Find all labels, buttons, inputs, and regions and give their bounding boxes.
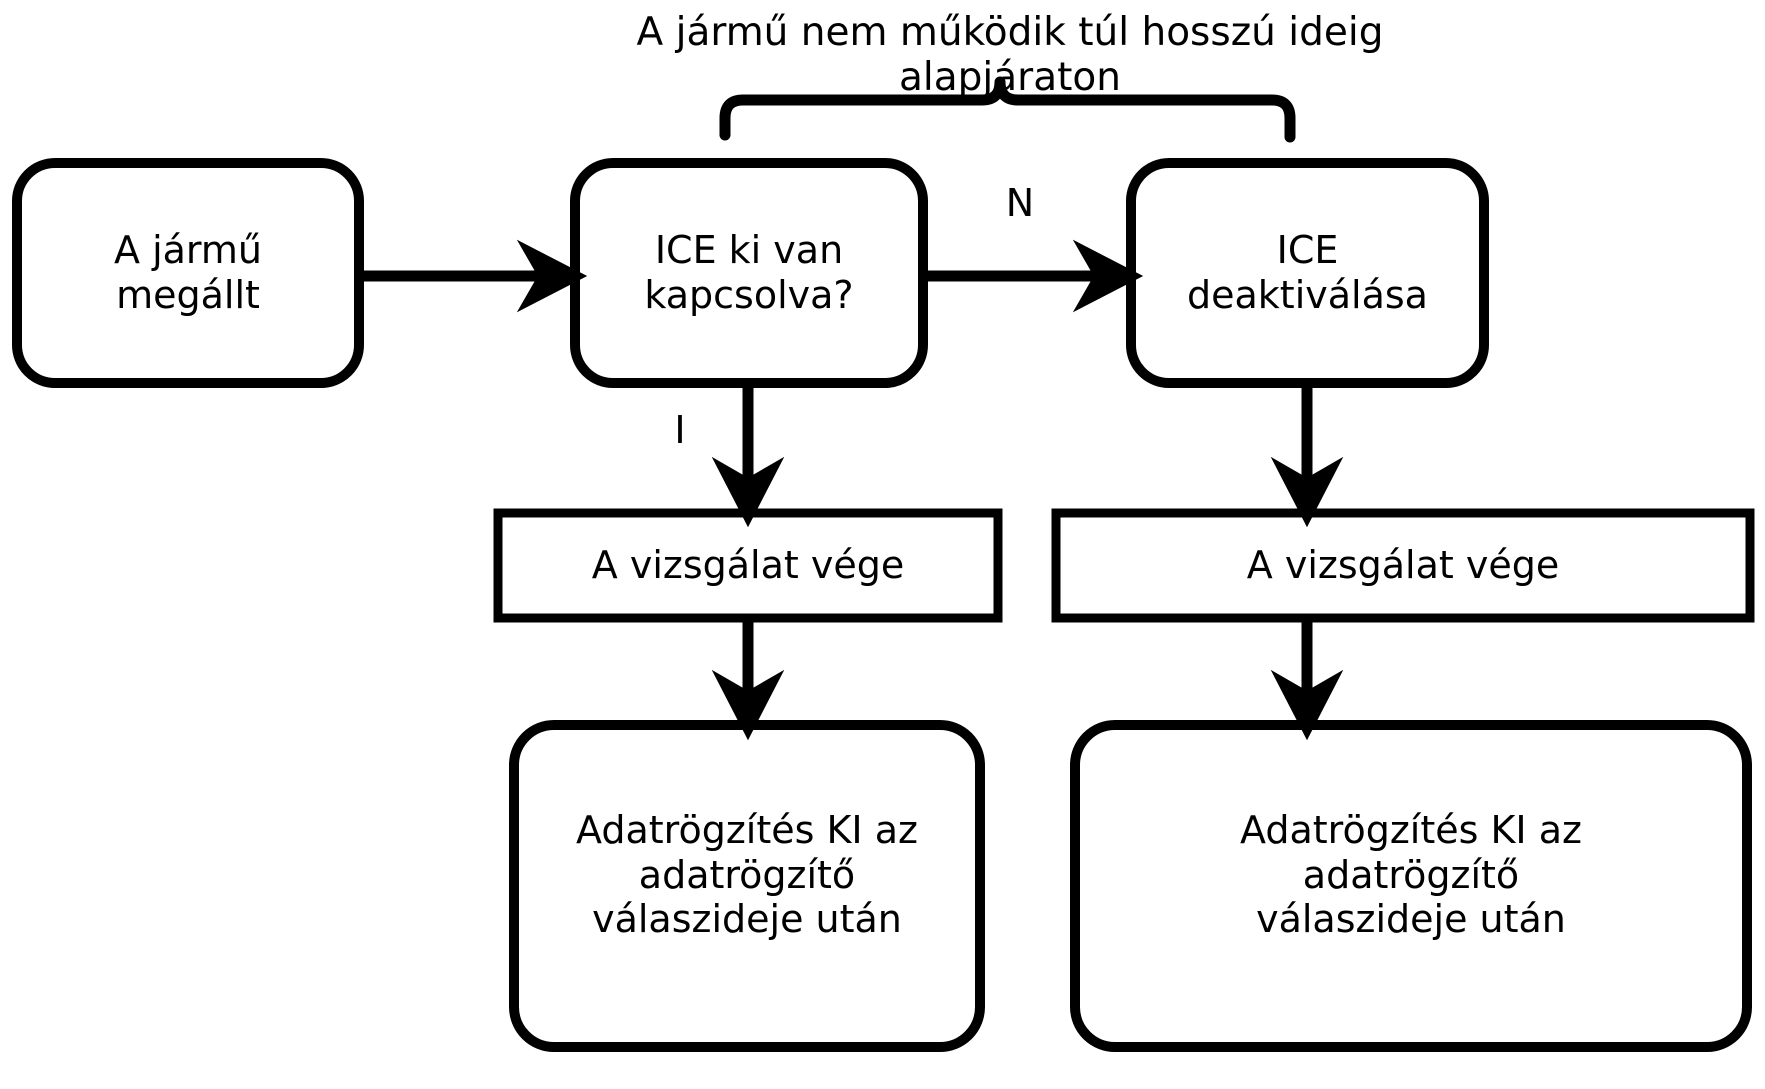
node-ice-deactivate-shape	[1126, 158, 1489, 388]
node-ice-off-question-shape	[570, 158, 928, 388]
node-test-end-left-shape	[493, 508, 1003, 623]
node-vehicle-stopped-shape	[12, 158, 364, 388]
brace-connector	[719, 76, 1296, 143]
node-data-logging-left-shape	[509, 720, 985, 1052]
node-test-end-right-shape	[1051, 508, 1755, 623]
node-data-logging-right-shape	[1070, 720, 1752, 1052]
diagram-caption: A jármű nem működik túl hosszú ideig ala…	[636, 10, 1384, 100]
